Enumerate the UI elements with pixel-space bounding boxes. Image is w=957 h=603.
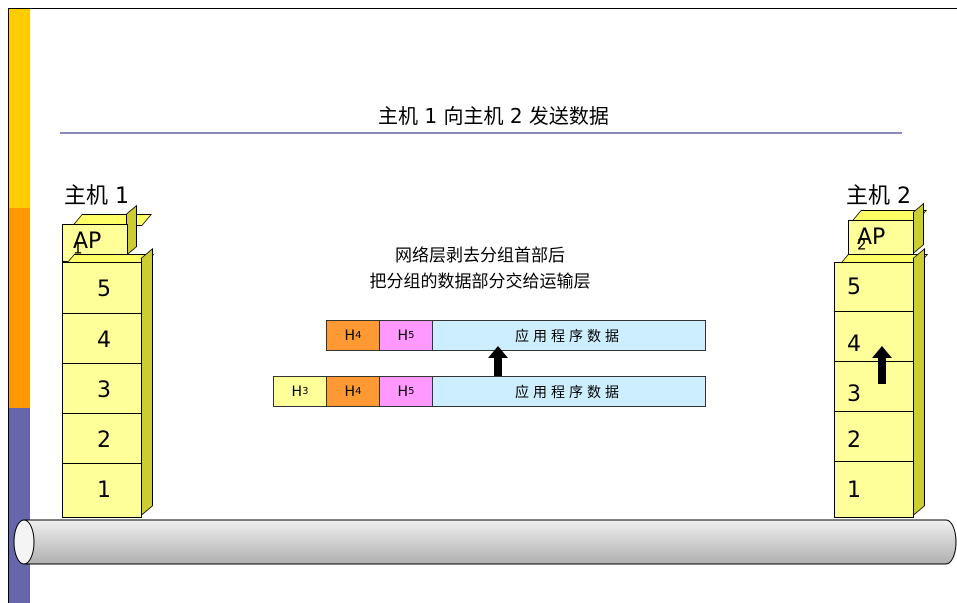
strip-yellow: [8, 8, 30, 208]
physical-link-pipe: [13, 519, 957, 565]
host1-layer-3: 3: [97, 378, 111, 403]
strip-orange: [8, 208, 30, 408]
host1-ap-sub: 1: [73, 239, 83, 258]
host2-ap-sub: 2: [857, 235, 867, 254]
note-line2: 把分组的数据部分交给运输层: [369, 272, 591, 292]
packet-top-data: 应用程序数据: [432, 320, 706, 351]
title-rule: [60, 132, 902, 134]
border-top: [8, 8, 957, 9]
host2-layer-5: 5: [847, 275, 861, 300]
host1-layer-2: 2: [97, 428, 111, 453]
host2-layer-4: 4: [847, 332, 861, 357]
host1-layer-1: 1: [97, 478, 111, 503]
strip-blue: [8, 408, 30, 603]
host2-up-arrow-icon: [872, 346, 892, 384]
host1-label: 主机 1: [64, 184, 129, 209]
host2-label: 主机 2: [846, 184, 911, 209]
note-line1: 网络层剥去分组首部后: [395, 246, 565, 266]
host1-layer-4: 4: [97, 328, 111, 353]
border-left: [8, 8, 9, 603]
packet-up-arrow-icon: [488, 346, 508, 384]
host2-ap-text: AP: [857, 225, 886, 250]
host2-layer-2: 2: [847, 428, 861, 453]
host2-layer-1: 1: [847, 478, 861, 503]
slide-title: 主机 1 向主机 2 发送数据: [378, 104, 609, 128]
host1-ap-text: AP: [73, 229, 102, 254]
host1-layer-5: 5: [97, 277, 111, 302]
host2-layer-3: 3: [847, 382, 861, 407]
packet-bottom-data: 应用程序数据: [432, 376, 706, 407]
